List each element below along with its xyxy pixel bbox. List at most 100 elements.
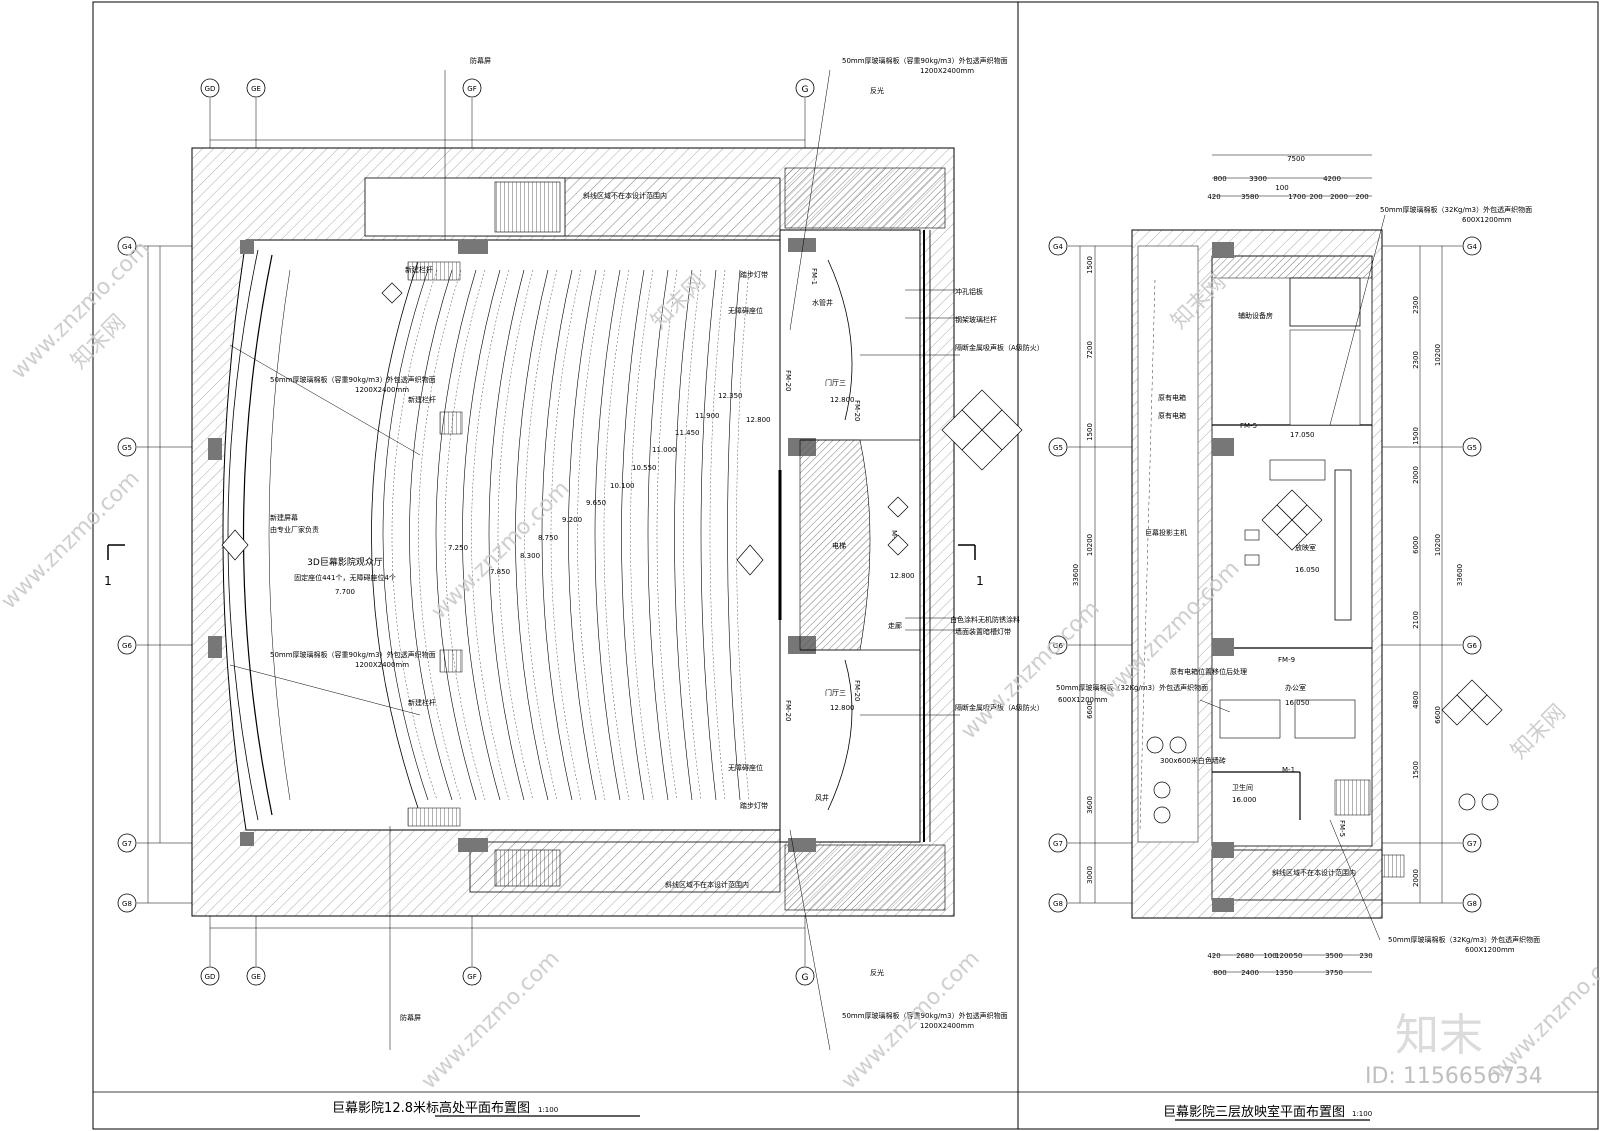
note: 50mm厚玻璃棉板（32Kg/m3）外包透声织物面 (1388, 935, 1540, 944)
right-shaft-bottom (784, 844, 946, 911)
dim: 100 (1275, 184, 1288, 192)
watermark: www.znzmo.com (417, 946, 565, 1094)
column (1212, 438, 1234, 456)
dim: 1500 (1086, 256, 1094, 274)
note: 原有电箱 (1158, 393, 1186, 402)
door-tag: FM-1 (810, 268, 818, 285)
room-level: 16.050 (1295, 566, 1320, 574)
hall-note: 固定座位441个，无障碍座位4个 (294, 573, 396, 582)
dim: 7200 (1086, 341, 1094, 359)
watermark: www.znzmo.com (0, 466, 145, 614)
grid-label: G5 (1467, 444, 1477, 452)
dim: 3600 (1086, 796, 1094, 814)
top-stair (494, 181, 561, 233)
grid-label: G (802, 85, 809, 95)
note: 600X1200mm (1465, 946, 1515, 954)
dim: 800 (1213, 969, 1226, 977)
dim: 1500 (1086, 423, 1094, 441)
seat-row (462, 269, 501, 801)
screen-curve (242, 254, 273, 816)
grid-label: GD (205, 973, 216, 981)
seat-row (568, 269, 597, 801)
dim: 100 (1263, 952, 1276, 960)
aux-block (1289, 277, 1361, 327)
elevation: 12.800 (746, 416, 771, 424)
grid-label: GF (467, 973, 476, 981)
room-label: 水管井 (812, 298, 833, 307)
dim: 2680 (1236, 952, 1254, 960)
dim: 33600 (1456, 564, 1464, 586)
seat-row-seats (683, 269, 702, 801)
plan-title: 巨幕影院12.8米标高处平面布置图 (332, 1100, 530, 1116)
seat-row-seats (736, 269, 750, 801)
note: 斜线区域不在本设计范围内 (665, 880, 749, 889)
seat-row (727, 269, 741, 801)
elevation: 9.650 (586, 499, 606, 507)
seat-row-seats (391, 269, 438, 801)
column (1212, 842, 1234, 858)
door-tag: FM-20 (853, 400, 861, 422)
watermark-logo: 知末 (1395, 1010, 1483, 1061)
dim: 50 (1294, 952, 1303, 960)
column (208, 636, 222, 658)
column (240, 832, 254, 846)
top-block (1211, 255, 1373, 279)
elevation: 11.900 (695, 412, 720, 420)
dim: 1500 (1412, 761, 1420, 779)
grid-label: G8 (1053, 900, 1063, 908)
dim: 1500 (1412, 427, 1420, 445)
dim: 1350 (1275, 969, 1293, 977)
grid-label: GE (251, 973, 261, 981)
dim: 420 (1207, 193, 1220, 201)
seat-row-seats (471, 269, 510, 801)
bottom-slab (1211, 849, 1383, 901)
room-label: 门厅三 (825, 378, 846, 387)
note: 踏步灯带 (740, 801, 768, 810)
note: 新建屏幕 (270, 513, 298, 522)
sheet-border (92, 1, 1599, 1130)
column (1212, 242, 1234, 258)
column (1212, 638, 1234, 656)
note: 50mm厚玻璃棉板（容重90kg/m3）外包透声织物面 (842, 1011, 1008, 1020)
seat-row-seats (656, 269, 678, 801)
dim: 200 (1309, 193, 1322, 201)
door-tag: FM-20 (784, 700, 792, 722)
dim-total: 7500 (1287, 155, 1305, 163)
elevation: 12.350 (718, 392, 743, 400)
seat-row (515, 269, 549, 801)
elevation: 11.450 (675, 429, 700, 437)
right-plan: G4 G5 G6 G7 G8 G4 G5 G6 G7 G8 7500 800 3… (1048, 154, 1540, 1121)
dim: 420 (1207, 952, 1220, 960)
door-tag: FM-20 (853, 680, 861, 702)
left-void (1137, 245, 1199, 843)
room-level: 12.800 (830, 396, 855, 404)
dim: 2000 (1412, 869, 1420, 887)
grid-label: G7 (122, 840, 132, 848)
door-tag: FM-9 (1278, 656, 1295, 664)
seat-row (674, 269, 693, 801)
seating-rows (382, 269, 750, 801)
room-level: 17.050 (1290, 431, 1315, 439)
note: 反光 (870, 968, 884, 977)
note: 600X1200mm (1462, 216, 1512, 224)
right-shaft-top (784, 167, 946, 229)
dim: 800 (1213, 175, 1226, 183)
dim: 2100 (1412, 611, 1420, 629)
seat-row (647, 269, 669, 801)
dim: 3000 (1086, 866, 1094, 884)
hall-name: 3D巨幕影院观众厅 (307, 556, 383, 568)
grid-bubbles-top (117, 78, 815, 986)
grid-label: G6 (1053, 642, 1063, 650)
grid-label: G8 (122, 900, 132, 908)
plan-title: 巨幕影院三层放映室平面布置图 (1163, 1104, 1345, 1120)
dim: 200 (1355, 193, 1368, 201)
note: 隔断金属吸声板（A级防火） (955, 343, 1044, 352)
note: 600X1200mm (1058, 696, 1108, 704)
note: 原有电箱位置移位后处理 (1170, 667, 1247, 676)
grid-label: G5 (1053, 444, 1063, 452)
note: 钢架玻璃栏杆 (955, 315, 997, 324)
grid-label: G5 (122, 444, 132, 452)
note: 新建栏杆 (408, 395, 436, 404)
elevation: 8.750 (538, 534, 558, 542)
note: 踏步灯带 (740, 270, 768, 279)
